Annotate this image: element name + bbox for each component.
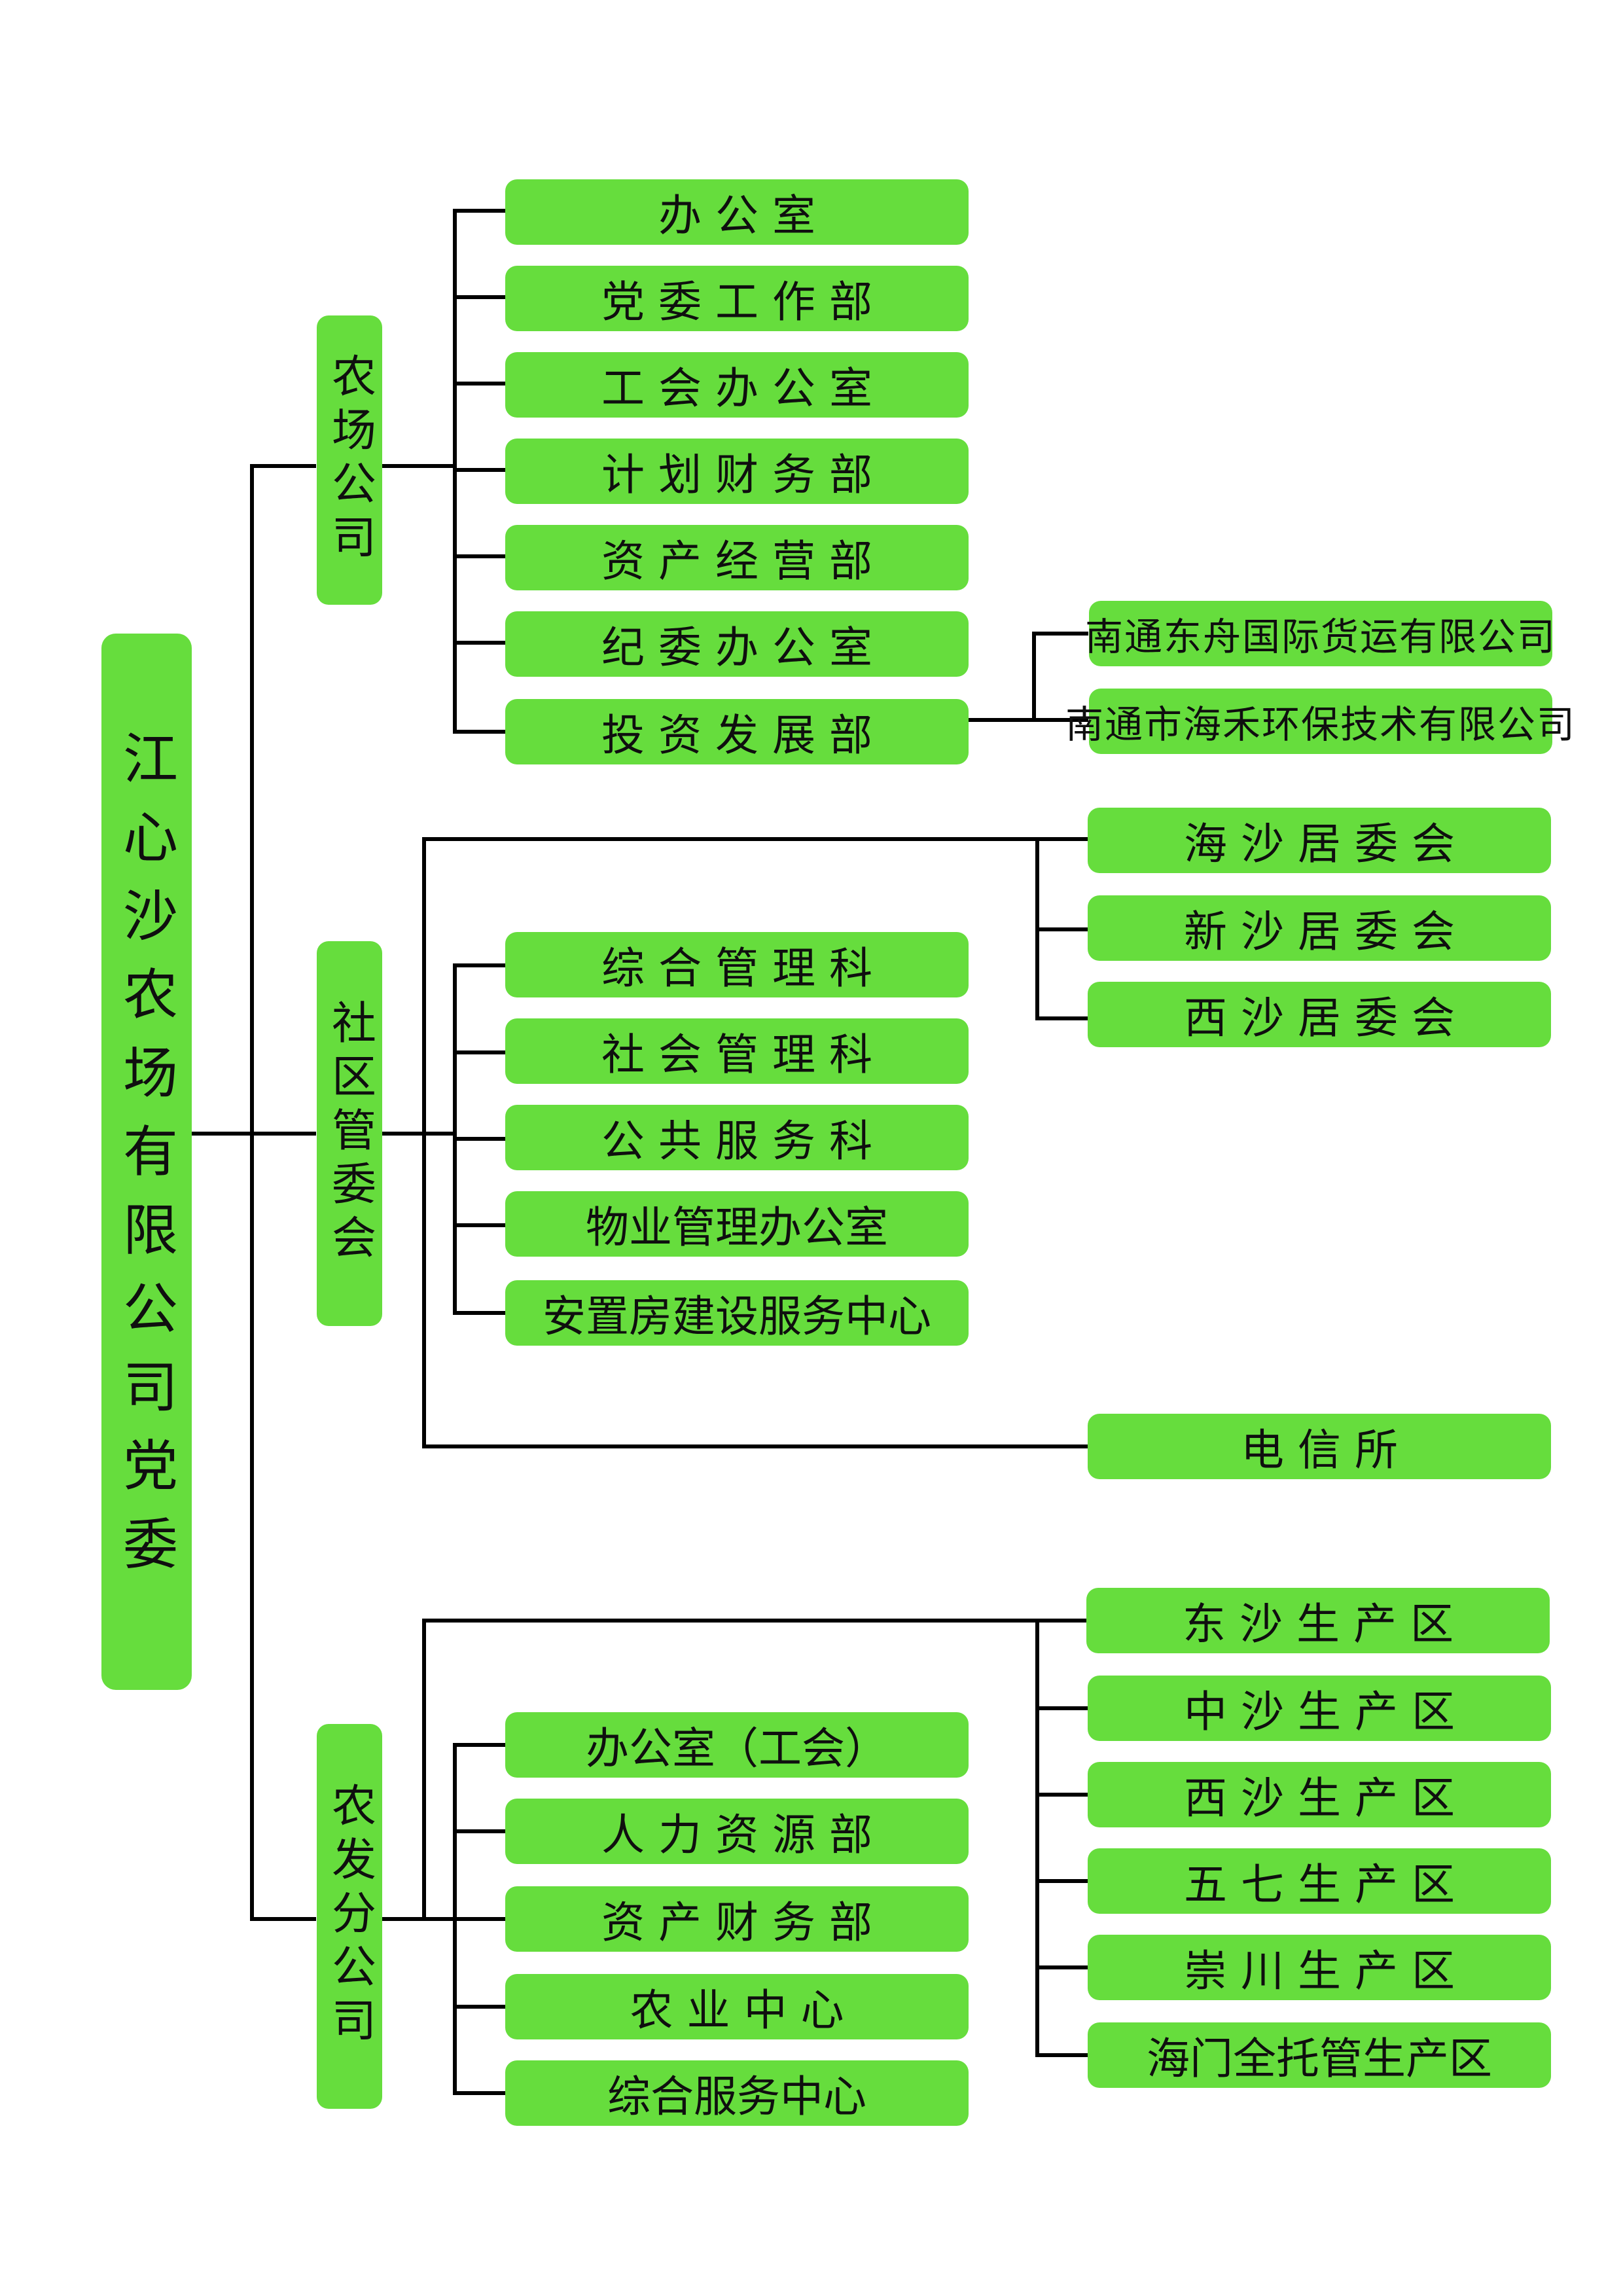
dept-node: 办公室（工会） <box>505 1712 969 1778</box>
zone-node: 海门全托管生产区 <box>1088 2022 1551 2088</box>
dept-node: 工 会 办 公 室 <box>505 352 969 418</box>
dept-node: 社 会 管 理 科 <box>505 1018 969 1084</box>
dept-node: 安置房建设服务中心 <box>505 1280 969 1346</box>
committee-node: 新 沙 居 委 会 <box>1088 895 1551 961</box>
subsidiary-node: 南通市海禾环保技术有限公司 <box>1065 689 1575 754</box>
telecom-node: 电 信 所 <box>1088 1414 1551 1479</box>
dept-node: 农 业 中 心 <box>505 1974 969 2039</box>
subsidiary-node: 南通东舟国际货运有限公司 <box>1085 601 1555 666</box>
root-node: 江心沙农场有限公司党委 <box>101 634 192 1690</box>
dept-node: 投 资 发 展 部 <box>505 699 969 764</box>
dept-node: 人 力 资 源 部 <box>505 1799 969 1864</box>
dept-node: 党 委 工 作 部 <box>505 266 969 331</box>
branch-nongfa: 农发分公司 <box>317 1724 382 2109</box>
zone-node: 西 沙 生 产 区 <box>1088 1762 1551 1827</box>
dept-node: 综 合 管 理 科 <box>505 932 969 997</box>
dept-node: 资 产 财 务 部 <box>505 1886 969 1952</box>
dept-node: 公 共 服 务 科 <box>505 1105 969 1170</box>
dept-node: 物业管理办公室 <box>505 1191 969 1257</box>
dept-node: 资 产 经 营 部 <box>505 525 969 590</box>
zone-node: 五 七 生 产 区 <box>1088 1848 1551 1914</box>
branch-nongchang: 农场公司 <box>317 315 382 605</box>
dept-node: 纪 委 办 公 室 <box>505 611 969 677</box>
zone-node: 东 沙 生 产 区 <box>1086 1588 1550 1653</box>
branch-shequ: 社区管委会 <box>317 941 382 1326</box>
committee-node: 海 沙 居 委 会 <box>1088 808 1551 873</box>
dept-node: 综合服务中心 <box>505 2060 969 2126</box>
dept-node: 计 划 财 务 部 <box>505 439 969 504</box>
zone-node: 崇 川 生 产 区 <box>1088 1935 1551 2000</box>
zone-node: 中 沙 生 产 区 <box>1088 1676 1551 1741</box>
committee-node: 西 沙 居 委 会 <box>1088 982 1551 1047</box>
dept-node: 办 公 室 <box>505 179 969 245</box>
